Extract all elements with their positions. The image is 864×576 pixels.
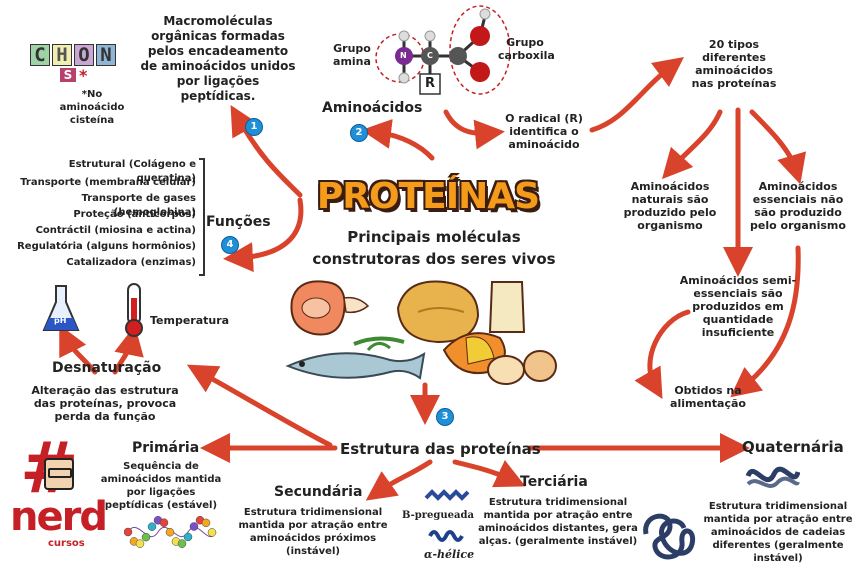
- arrow-radical-to-types: [589, 56, 684, 133]
- functions-bracket: [199, 158, 205, 276]
- function-item-1: Estrutural (Colágeno e queratina): [68, 159, 196, 184]
- main-title: PROTEÍNAS: [316, 176, 540, 217]
- function-item-6: Regulatória (alguns hormônios): [17, 241, 196, 252]
- logo-word: nerd: [10, 494, 108, 540]
- chon-letter-o: O: [74, 44, 94, 66]
- arrow-aminoacids-to-radical: [443, 109, 505, 150]
- natural-text: Aminoácidos naturais são produzido pelo …: [623, 180, 717, 232]
- amino-bead: [141, 532, 151, 542]
- primary-title: Primária: [132, 440, 200, 456]
- definition-text: Macromoléculas orgânicas formadas pelos …: [140, 14, 296, 103]
- arrow-to-functions: [223, 197, 304, 273]
- number-badge-1: 1: [245, 118, 263, 136]
- arrow-to-secondary: [365, 459, 433, 501]
- chon-letter-n: N: [96, 44, 116, 66]
- amino-bead: [165, 527, 175, 537]
- food-illustration: [285, 280, 557, 385]
- amino-bead: [183, 532, 193, 542]
- functions-title: Funções: [206, 214, 271, 230]
- arrow-to-ph: [59, 324, 98, 375]
- chon-letter-h: H: [52, 44, 72, 66]
- atom-r-label: R: [425, 76, 436, 91]
- number-badge-4: 4: [221, 236, 239, 254]
- denaturation-title: Desnaturação: [52, 360, 162, 376]
- atom-c-label: C: [427, 51, 433, 60]
- number-badge-2: 2: [350, 124, 368, 142]
- function-item-3: Transporte de gases (hemoglobina): [81, 193, 197, 218]
- carboxyl-group-label: Grupo carboxila: [498, 36, 555, 62]
- arrow-to-tertiary: [452, 459, 526, 488]
- beta-sheet-icon: [424, 489, 470, 501]
- essential-text: Aminoácidos essenciais não são produzido…: [750, 180, 846, 232]
- amino-bead: [159, 518, 169, 527]
- subtitle-line-1: Principais moléculas: [347, 228, 521, 246]
- arrow-to-temperature: [112, 325, 144, 375]
- quaternary-title: Quaternária: [742, 438, 844, 456]
- denaturation-text: Alteração das estrutura das proteínas, p…: [31, 384, 179, 423]
- arrow-to-denaturation: [186, 364, 333, 448]
- tertiary-structure-icon: [643, 513, 696, 560]
- function-item-4: Proteção (anticorpos): [73, 209, 196, 220]
- function-item-7: Catalizadora (enzimas): [66, 257, 196, 268]
- food-text: Obtidos na alimentação: [670, 384, 746, 410]
- secondary-text: Estrutura tridimensional mantida por atr…: [238, 507, 388, 557]
- number-badge-3: 3: [436, 408, 454, 426]
- chon-letters: C H O N: [30, 44, 116, 66]
- types-text: 20 tipos diferentes aminoácidos nas prot…: [691, 38, 777, 90]
- radical-text: O radical (R) identifica o aminoácido: [505, 112, 583, 151]
- semi-essential-text: Aminoácidos semi-essenciais são produzid…: [679, 274, 797, 339]
- chon-letter-s: S: [60, 68, 76, 82]
- amino-bead: [147, 522, 157, 531]
- logo-avatar-icon: [44, 458, 74, 490]
- chon-note: *No aminoácido cisteína: [59, 89, 125, 126]
- alpha-helix-icon: [428, 530, 464, 542]
- amino-bead: [201, 518, 211, 528]
- amino-bead: [207, 528, 217, 537]
- function-item-5: Contráctil (miosina e actina): [35, 225, 196, 236]
- amino-bead: [135, 539, 145, 548]
- chon-letter-c: C: [30, 44, 50, 66]
- function-item-2: Transporte (membrana celular): [20, 177, 196, 188]
- tertiary-text: Estrutura tridimensional mantida por atr…: [478, 497, 638, 547]
- subtitle-line-2: construtoras dos seres vivos: [312, 250, 556, 268]
- atom-n-label: N: [400, 51, 407, 60]
- arrow-types-to-natural: [661, 109, 723, 180]
- tertiary-title: Terciária: [520, 474, 588, 490]
- ph-flask-icon: [42, 283, 143, 337]
- arrow-to-aminoacids: [361, 118, 435, 161]
- primary-structure-chain: [124, 515, 217, 548]
- beta-label: B-pregueada: [402, 510, 474, 521]
- quaternary-text: Estrutura tridimensional mantida por atr…: [703, 501, 853, 564]
- aminoacid-molecule: [375, 5, 510, 95]
- structure-title: Estrutura das proteínas: [340, 440, 541, 458]
- quaternary-structure-icon: [745, 466, 800, 488]
- logo-sub: cursos: [48, 538, 85, 549]
- amino-bead: [189, 522, 199, 531]
- arrow-essential-to-food: [730, 245, 801, 398]
- arrow-semi-to-food: [634, 309, 691, 400]
- arrow-types-to-essential: [749, 109, 807, 185]
- amino-group-label: Grupo amina: [333, 42, 371, 68]
- ph-label: pH: [54, 316, 67, 325]
- temperature-label: Temperatura: [150, 314, 230, 327]
- amino-bead: [124, 527, 133, 537]
- chon-asterisk: *: [79, 66, 88, 85]
- secondary-title: Secundária: [274, 484, 363, 500]
- aminoacids-title: Aminoácidos: [322, 100, 423, 116]
- amino-bead: [177, 539, 187, 548]
- primary-text: Sequência de aminoácidos mantida por lig…: [100, 461, 222, 511]
- alpha-label: α-hélice: [424, 548, 475, 561]
